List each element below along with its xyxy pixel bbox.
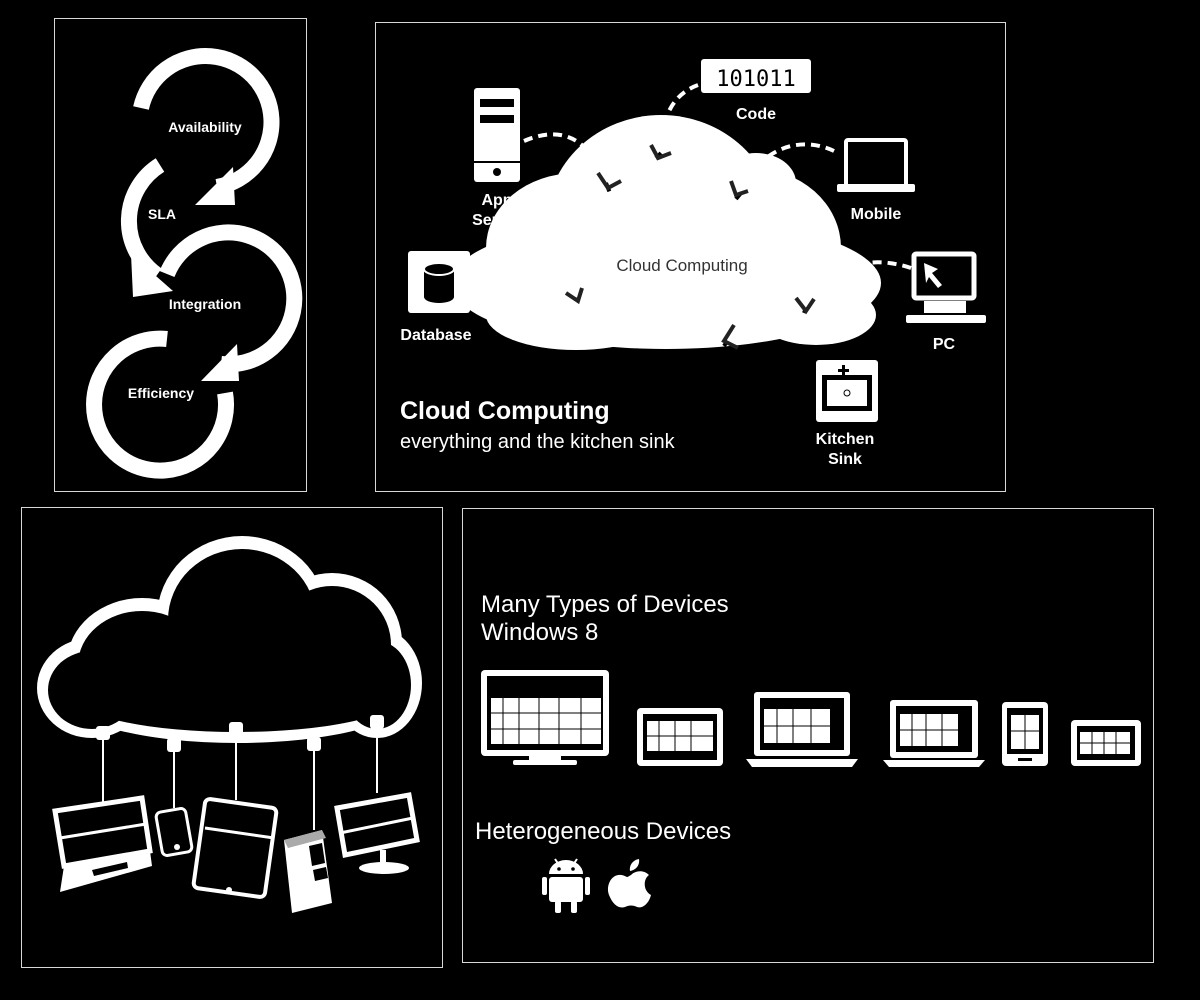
code-label: Code [736,106,776,123]
heterogeneous-heading: Heterogeneous Devices [475,818,731,845]
hanging-devices-panel [21,507,443,968]
tablet-landscape-icon [637,708,723,766]
device-types-illustration: Many Types of Devices Windows 8 [475,591,1141,913]
connectors [474,83,912,345]
arrowhead-1 [195,167,235,205]
pc-icon [906,251,986,323]
cycle-label-efficiency: Efficiency [128,385,194,401]
device-types-panel: Many Types of Devices Windows 8 [462,508,1154,963]
cycle-label-integration: Integration [169,296,241,312]
kitchen-sink-icon [816,360,878,422]
hanging-devices-illustration [37,536,422,913]
cycle-diagram: Availability SLA Integration Efficiency [86,48,303,479]
connector-kitchen-sink [724,324,828,345]
tablet-icon [191,797,279,899]
cycle-arc-sla [120,158,165,282]
cycle-label-sla: SLA [148,206,176,222]
code-box [701,59,811,93]
monitor-icon [334,792,420,874]
devices-heading-line1: Many Types of Devices [481,591,729,618]
cycle-arc-integration [159,224,303,373]
connector-pc [804,260,912,309]
server-icon [474,88,520,182]
cycle-panel: Availability SLA Integration Efficiency [54,18,307,492]
cloud-center-label: Cloud Computing [616,256,747,275]
desktop-tower-icon [284,830,332,913]
all-in-one-monitor-icon [481,670,609,765]
pc-label: PC [933,336,956,353]
hanging-strings [102,723,378,830]
kitchen-sink-label-line2: Sink [828,451,862,468]
arrowhead-2 [131,254,173,297]
cloud-computing-diagram: Cloud Computing 101011 [400,59,986,468]
android-icon [542,858,590,913]
laptop-icon [837,138,915,192]
string-knots [96,715,384,752]
small-tablet-icon [1071,720,1141,766]
app-server-label-line1: App [481,192,512,209]
phone-icon [1002,702,1048,766]
app-server-label-line2: Server [472,212,522,229]
arrowhead-3 [201,344,239,381]
devices-heading-line2: Windows 8 [481,619,598,646]
mobile-label: Mobile [851,206,902,223]
cycle-arc-availability [133,48,280,195]
laptop-icon [746,692,858,767]
cycle-arc-efficiency [86,330,235,479]
cloud-subtitle: everything and the kitchen sink [400,431,676,453]
laptop-icon [52,795,153,892]
ultrabook-icon [883,700,985,767]
cycle-label-availability: Availability [168,119,242,135]
cloud-computing-panel: Cloud Computing 101011 [375,22,1006,492]
kitchen-sink-label-line1: Kitchen [816,431,875,448]
connector-app-server [523,132,608,184]
database-icon [408,251,470,313]
code-value: 101011 [716,67,795,92]
cloud-shape [451,115,881,350]
connector-code [659,83,699,154]
cloud-title: Cloud Computing [400,397,610,425]
database-label: Database [400,327,471,344]
phone-icon [154,807,194,857]
apple-icon [607,859,651,908]
